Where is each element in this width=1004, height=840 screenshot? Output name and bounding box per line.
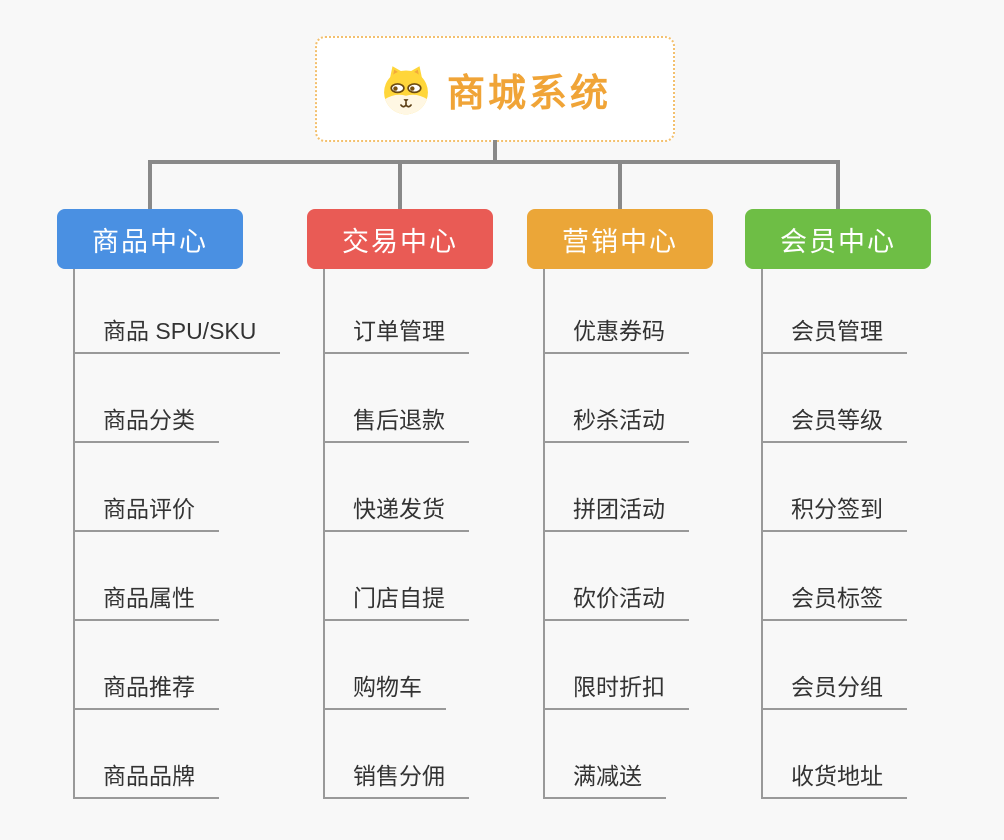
mindmap-node[interactable]: 门店自提 — [323, 532, 469, 621]
branch-items-member-center: 会员管理会员等级积分签到会员标签会员分组收货地址 — [761, 269, 907, 799]
branch-member-center: 会员中心会员管理会员等级积分签到会员标签会员分组收货地址 — [745, 160, 931, 799]
mindmap-node[interactable]: 商品分类 — [73, 354, 219, 443]
branch-items-trade-center: 订单管理售后退款快递发货门店自提购物车销售分佣 — [323, 269, 469, 799]
mindmap-node[interactable]: 商品评价 — [73, 443, 219, 532]
mindmap-node[interactable]: 会员管理 — [761, 269, 907, 354]
connector-drop-marketing-center — [618, 160, 622, 209]
mindmap-node[interactable]: 限时折扣 — [543, 621, 689, 710]
mindmap-node[interactable]: 拼团活动 — [543, 443, 689, 532]
dog-face-icon — [384, 66, 428, 115]
mindmap-node[interactable]: 商品推荐 — [73, 621, 219, 710]
mindmap-node[interactable]: 秒杀活动 — [543, 354, 689, 443]
mindmap-node[interactable]: 销售分佣 — [323, 710, 469, 799]
mindmap-node[interactable]: 订单管理 — [323, 269, 469, 354]
connector-horizontal-rail — [148, 160, 840, 164]
mindmap-node[interactable]: 购物车 — [323, 621, 446, 710]
mindmap-node[interactable]: 会员分组 — [761, 621, 907, 710]
branch-header-product-center[interactable]: 商品中心 — [57, 209, 243, 269]
branch-header-trade-center[interactable]: 交易中心 — [307, 209, 493, 269]
mindmap-node[interactable]: 优惠券码 — [543, 269, 689, 354]
connector-root-drop — [493, 140, 497, 160]
branch-marketing-center: 营销中心优惠券码秒杀活动拼团活动砍价活动限时折扣满减送 — [527, 160, 713, 799]
mindmap-node[interactable]: 会员等级 — [761, 354, 907, 443]
mindmap-node[interactable]: 积分签到 — [761, 443, 907, 532]
branch-header-marketing-center[interactable]: 营销中心 — [527, 209, 713, 269]
connector-drop-product-center — [148, 160, 152, 209]
branch-trade-center: 交易中心订单管理售后退款快递发货门店自提购物车销售分佣 — [307, 160, 493, 799]
mindmap-node[interactable]: 砍价活动 — [543, 532, 689, 621]
mindmap-node[interactable]: 快递发货 — [323, 443, 469, 532]
connector-drop-member-center — [836, 160, 840, 209]
root-title: 商城系统 — [446, 72, 611, 115]
mindmap-node[interactable]: 商品 SPU/SKU — [73, 269, 281, 354]
mindmap-node[interactable]: 收货地址 — [761, 710, 907, 799]
mindmap-node[interactable]: 售后退款 — [323, 354, 469, 443]
mindmap-node[interactable]: 商品品牌 — [73, 710, 219, 799]
connector-drop-trade-center — [398, 160, 402, 209]
mindmap-node[interactable]: 商品属性 — [73, 532, 219, 621]
branch-header-member-center[interactable]: 会员中心 — [745, 209, 931, 269]
branch-items-marketing-center: 优惠券码秒杀活动拼团活动砍价活动限时折扣满减送 — [543, 269, 689, 799]
mindmap-node[interactable]: 满减送 — [543, 710, 666, 799]
mindmap-node[interactable]: 会员标签 — [761, 532, 907, 621]
root-node[interactable]: 商城系统 — [315, 36, 675, 142]
